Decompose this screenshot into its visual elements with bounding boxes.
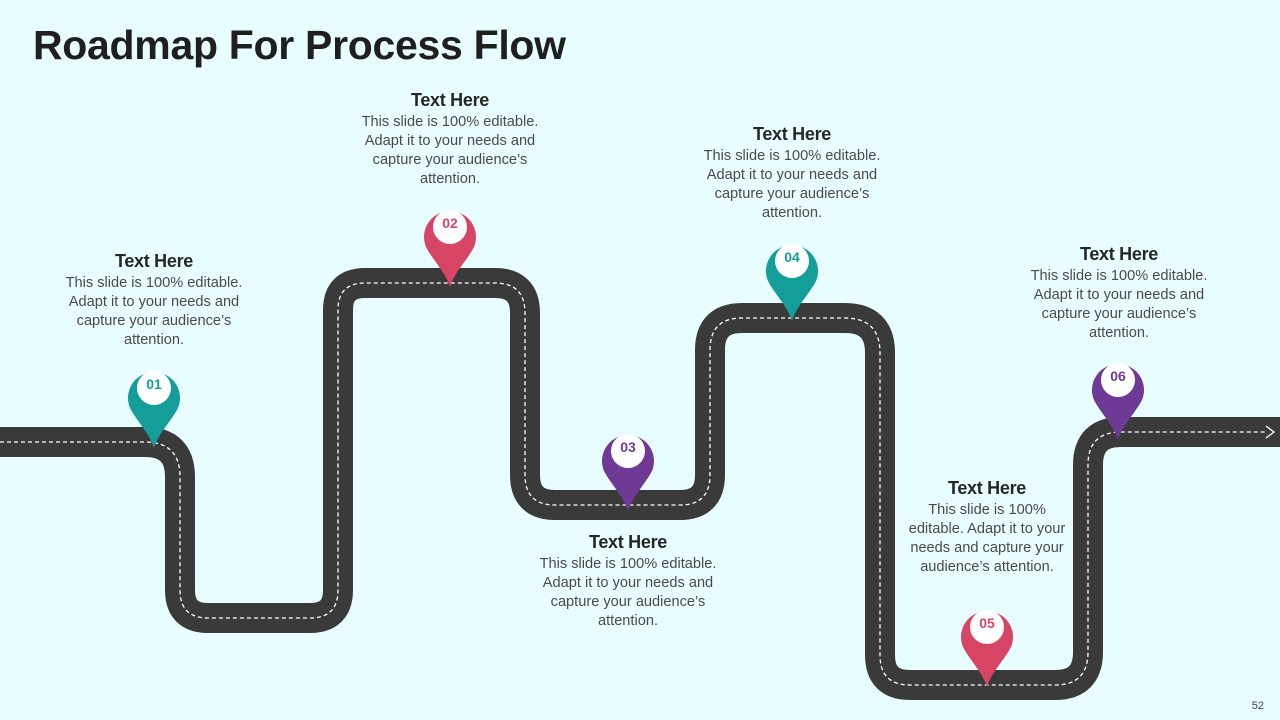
map-pin-icon [766, 244, 818, 321]
milestone-text-05: Text Here This slide is 100% editable. A… [907, 478, 1067, 577]
milestone-description: This slide is 100% editable. Adapt it to… [703, 148, 881, 221]
milestone-description: This slide is 100% editable. Adapt it to… [539, 556, 717, 629]
milestone-description: This slide is 100% editable. Adapt it to… [908, 502, 1066, 575]
milestone-text-02: Text Here This slide is 100% editable. A… [355, 90, 545, 189]
map-pin-icon [424, 210, 476, 287]
milestone-pin-03: 03 [600, 423, 656, 513]
milestone-heading: Text Here [114, 251, 193, 271]
milestone-heading: Text Here [588, 532, 667, 552]
milestone-number: 01 [146, 376, 162, 392]
milestone-heading: Text Here [752, 124, 831, 144]
milestone-text-04: Text Here This slide is 100% editable. A… [697, 124, 887, 223]
milestone-pin-04: 04 [764, 233, 820, 323]
map-pin-icon [128, 371, 180, 448]
milestone-pin-01: 01 [126, 360, 182, 450]
road-center-line [0, 282, 1265, 686]
road-end-arrow-icon [1265, 425, 1276, 439]
milestone-number: 03 [620, 439, 636, 455]
milestone-text-06: Text Here This slide is 100% editable. A… [1024, 244, 1214, 343]
map-pin-icon [961, 610, 1013, 687]
milestone-heading: Text Here [947, 478, 1026, 498]
milestone-heading: Text Here [1079, 244, 1158, 264]
milestone-pin-05: 05 [959, 599, 1015, 689]
milestone-text-01: Text Here This slide is 100% editable. A… [59, 251, 249, 350]
milestone-pin-06: 06 [1090, 352, 1146, 442]
milestone-pin-02: 02 [422, 199, 478, 289]
milestone-description: This slide is 100% editable. Adapt it to… [65, 275, 243, 348]
page-title: Roadmap For Process Flow [33, 22, 566, 68]
milestone-number: 04 [784, 249, 800, 265]
milestone-number: 06 [1110, 368, 1126, 384]
milestone-description: This slide is 100% editable. Adapt it to… [1030, 268, 1208, 341]
map-pin-icon [602, 434, 654, 511]
milestone-number: 05 [979, 615, 995, 631]
milestone-description: This slide is 100% editable. Adapt it to… [361, 114, 539, 187]
milestone-number: 02 [442, 215, 458, 231]
milestone-text-03: Text Here This slide is 100% editable. A… [533, 532, 723, 631]
slide-number: 52 [1251, 700, 1264, 712]
milestone-heading: Text Here [410, 90, 489, 110]
map-pin-icon [1092, 363, 1144, 440]
